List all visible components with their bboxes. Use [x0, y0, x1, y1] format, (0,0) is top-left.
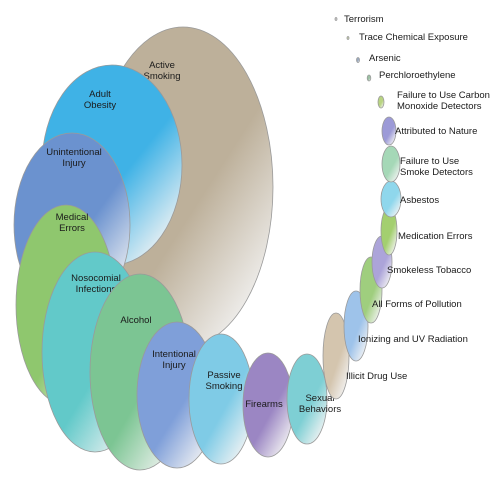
ellipse-sexual-behaviors: [286, 353, 328, 445]
label-line: Intentional: [152, 349, 196, 360]
bubble-trace-chemical-exposure: Trace Chemical Exposure: [346, 32, 468, 43]
label-firearms: Firearms: [245, 399, 283, 410]
label-line: Trace Chemical Exposure: [359, 32, 468, 43]
label-line: Medical: [56, 212, 89, 223]
bubble-perchloroethylene: Perchloroethylene: [366, 70, 456, 82]
label-line: All Forms of Pollution: [372, 299, 462, 310]
label-line: Behaviors: [299, 404, 341, 415]
ellipse-trace-chemical-exposure: [346, 36, 350, 40]
label-smokeless-tobacco: Smokeless Tobacco: [387, 265, 471, 276]
label-line: Failure to Use Carbon: [397, 90, 490, 101]
bubble-attributed-to-nature: Attributed to Nature: [381, 116, 477, 146]
ellipse-terrorism: [334, 17, 338, 21]
ellipse-asbestos: [380, 180, 402, 218]
label-all-forms-of-pollution: All Forms of Pollution: [372, 299, 462, 310]
label-ionizing-uv-radiation: Ionizing and UV Radiation: [358, 334, 468, 345]
bubble-arsenic: Arsenic: [356, 53, 401, 64]
bubble-firearms: Firearms: [242, 352, 294, 458]
label-line: Passive: [207, 370, 240, 381]
ellipse-attributed-to-nature: [381, 116, 397, 146]
label-line: Smokeless Tobacco: [387, 265, 471, 276]
label-line: Obesity: [84, 100, 116, 111]
bubble-asbestos: Asbestos: [380, 180, 439, 218]
label-line: Smoking: [144, 71, 181, 82]
label-trace-chemical-exposure: Trace Chemical Exposure: [359, 32, 468, 43]
label-line: Adult: [89, 89, 111, 100]
label-alcohol: Alcohol: [120, 315, 151, 326]
label-line: Smoking: [206, 381, 243, 392]
label-asbestos: Asbestos: [400, 195, 439, 206]
label-line: Ionizing and UV Radiation: [358, 334, 468, 345]
label-line: Unintentional: [46, 147, 101, 158]
label-line: Failure to Use: [400, 156, 459, 167]
ellipse-failure-to-use-smoke-detectors: [381, 145, 401, 183]
label-line: Terrorism: [344, 14, 384, 25]
bubble-terrorism: Terrorism: [334, 14, 384, 25]
ellipse-perchloroethylene: [366, 74, 372, 82]
label-line: Infections: [76, 284, 117, 295]
label-line: Medication Errors: [398, 231, 473, 242]
ellipse-arsenic: [356, 57, 360, 63]
label-line: Monoxide Detectors: [397, 101, 482, 112]
label-line: Alcohol: [120, 315, 151, 326]
label-line: Smoke Detectors: [400, 167, 473, 178]
label-terrorism: Terrorism: [344, 14, 384, 25]
label-line: Attributed to Nature: [395, 126, 477, 137]
label-medication-errors: Medication Errors: [398, 231, 473, 242]
ellipse-illicit-drug-use: [322, 312, 350, 400]
label-line: Injury: [62, 158, 85, 169]
label-line: Active: [149, 60, 175, 71]
label-attributed-to-nature: Attributed to Nature: [395, 126, 477, 137]
label-line: Injury: [162, 360, 185, 371]
label-line: Asbestos: [400, 195, 439, 206]
label-line: Perchloroethylene: [379, 70, 456, 81]
label-arsenic: Arsenic: [369, 53, 401, 64]
label-line: Sexual: [305, 393, 334, 404]
label-illicit-drug-use: Illicit Drug Use: [346, 371, 407, 382]
ellipse-failure-to-use-carbon-monoxide-detectors: [377, 95, 385, 109]
label-perchloroethylene: Perchloroethylene: [379, 70, 456, 81]
label-line: Nosocomial: [71, 273, 121, 284]
label-line: Errors: [59, 223, 85, 234]
label-line: Arsenic: [369, 53, 401, 64]
bubble-illicit-drug-use: Illicit Drug Use: [322, 312, 407, 400]
label-line: Firearms: [245, 399, 283, 410]
label-line: Illicit Drug Use: [346, 371, 407, 382]
